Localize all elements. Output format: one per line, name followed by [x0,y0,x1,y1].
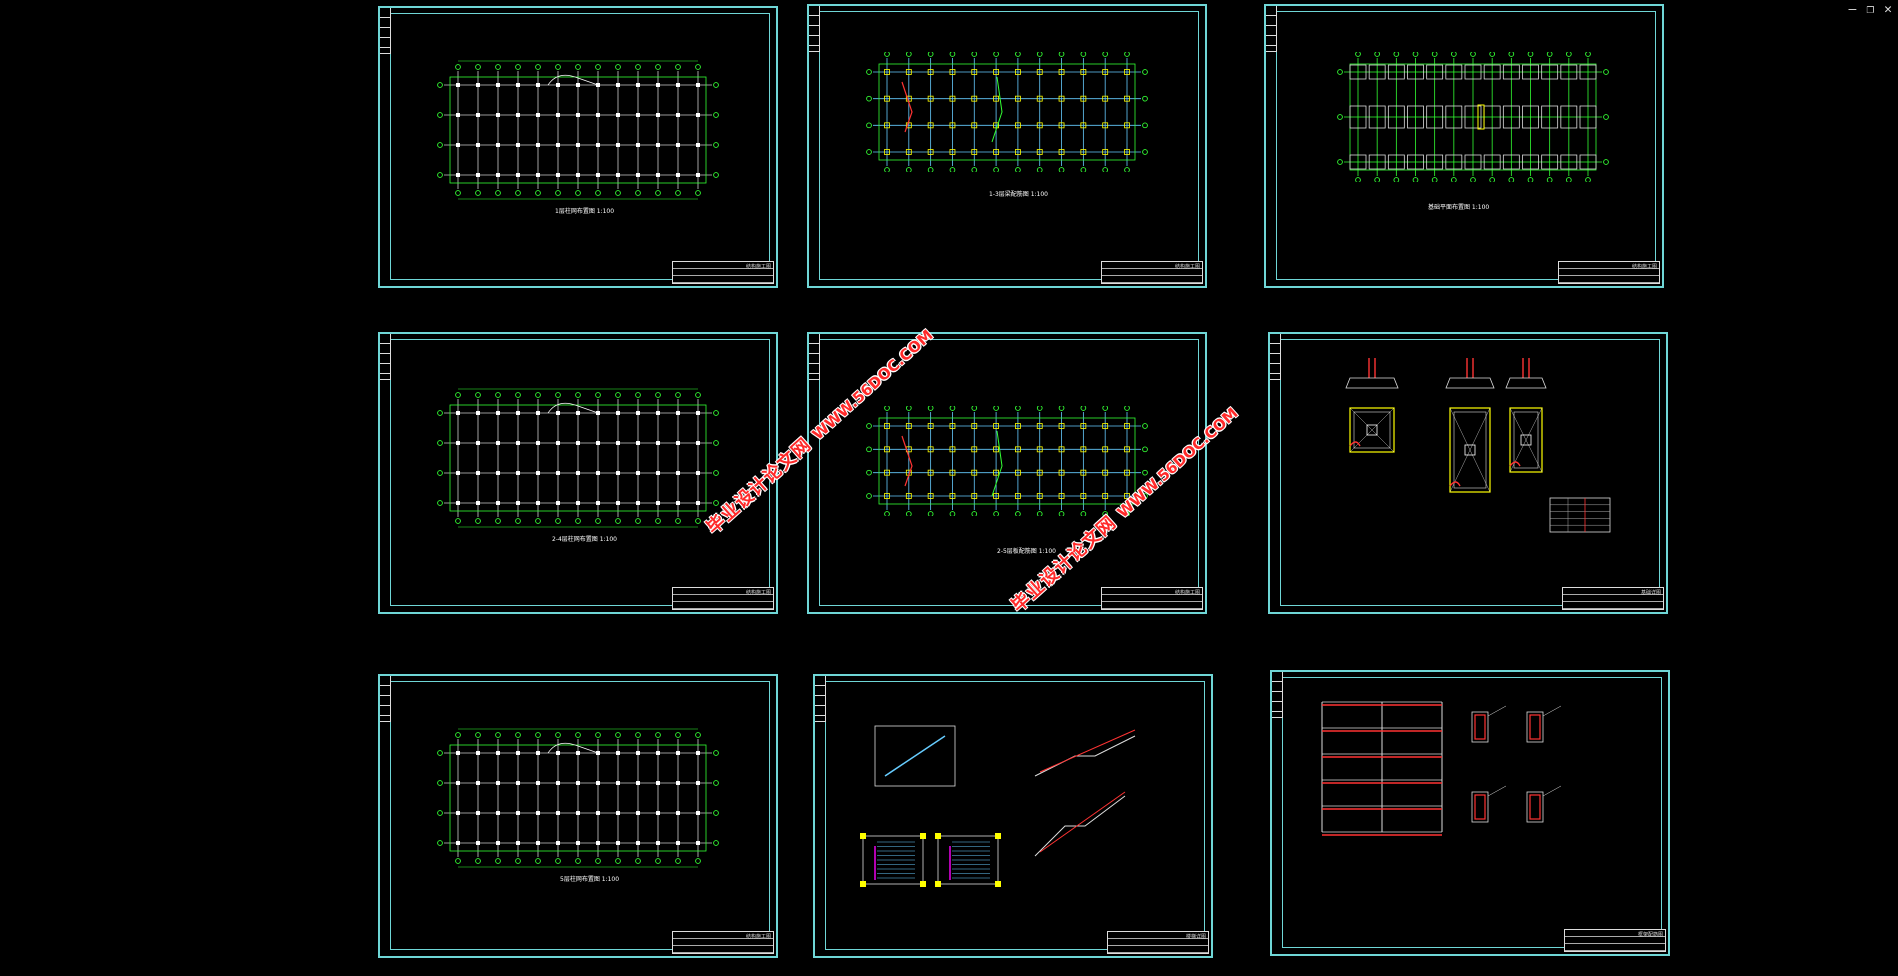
drawing-sheet-6[interactable]: 基础详图 [1268,332,1668,614]
drawing-sheet-8[interactable]: 楼梯详图 [813,674,1213,958]
drawing-title: 1-3层梁配筋图 1:100 [989,191,1048,198]
drawing-sheet-4[interactable]: 2-4层柱网布置图 1:100 结构施工图 [378,332,778,614]
title-block: 结构施工图 [1101,261,1203,284]
drawing-title: 2-5层板配筋图 1:100 [997,548,1056,555]
drawing-title: 1层柱网布置图 1:100 [555,208,615,215]
close-icon[interactable]: ✕ [1884,2,1892,17]
drawing-sheet-5[interactable]: 2-5层板配筋图 1:100 结构施工图 [807,332,1207,614]
plan-drawing [866,406,1148,516]
plan-drawing [437,728,719,868]
drawing-sheet-1[interactable]: 1层柱网布置图 1:100 结构施工图 [378,6,778,288]
drawing-title: 5层柱网布置图 1:100 [560,876,620,883]
title-block: 框架配筋图 [1564,929,1666,952]
plan-drawing [437,60,719,200]
stair-detail-drawing [860,725,1136,887]
frame-rebar-drawing [1321,701,1562,836]
drawing-sheet-3[interactable]: 基础平面布置图 1:100 结构施工图 [1264,4,1664,288]
plan-drawing [866,52,1148,172]
title-block: 结构施工图 [672,587,774,610]
footing-detail-drawing [1345,358,1611,533]
drawing-title: 基础平面布置图 1:100 [1428,204,1490,211]
title-block: 结构施工图 [1101,587,1203,610]
drawing-sheet-7[interactable]: 5层柱网布置图 1:100 结构施工图 [378,674,778,958]
drawing-sheet-2[interactable]: 1-3层梁配筋图 1:100 结构施工图 [807,4,1207,288]
restore-icon[interactable]: ❐ [1866,2,1875,17]
title-block: 楼梯详图 [1107,931,1209,954]
drawing-title: 2-4层柱网布置图 1:100 [552,536,617,543]
drawing-sheet-9[interactable]: 框架配筋图 [1270,670,1670,956]
plan-drawing [437,388,719,528]
title-block: 结构施工图 [672,261,774,284]
window-controls: — ❐ ✕ [1849,2,1892,17]
minimize-icon[interactable]: — [1848,2,1857,17]
title-block: 结构施工图 [672,931,774,954]
foundation-drawing [1337,52,1609,182]
title-block: 结构施工图 [1558,261,1660,284]
title-block: 基础详图 [1562,587,1664,610]
